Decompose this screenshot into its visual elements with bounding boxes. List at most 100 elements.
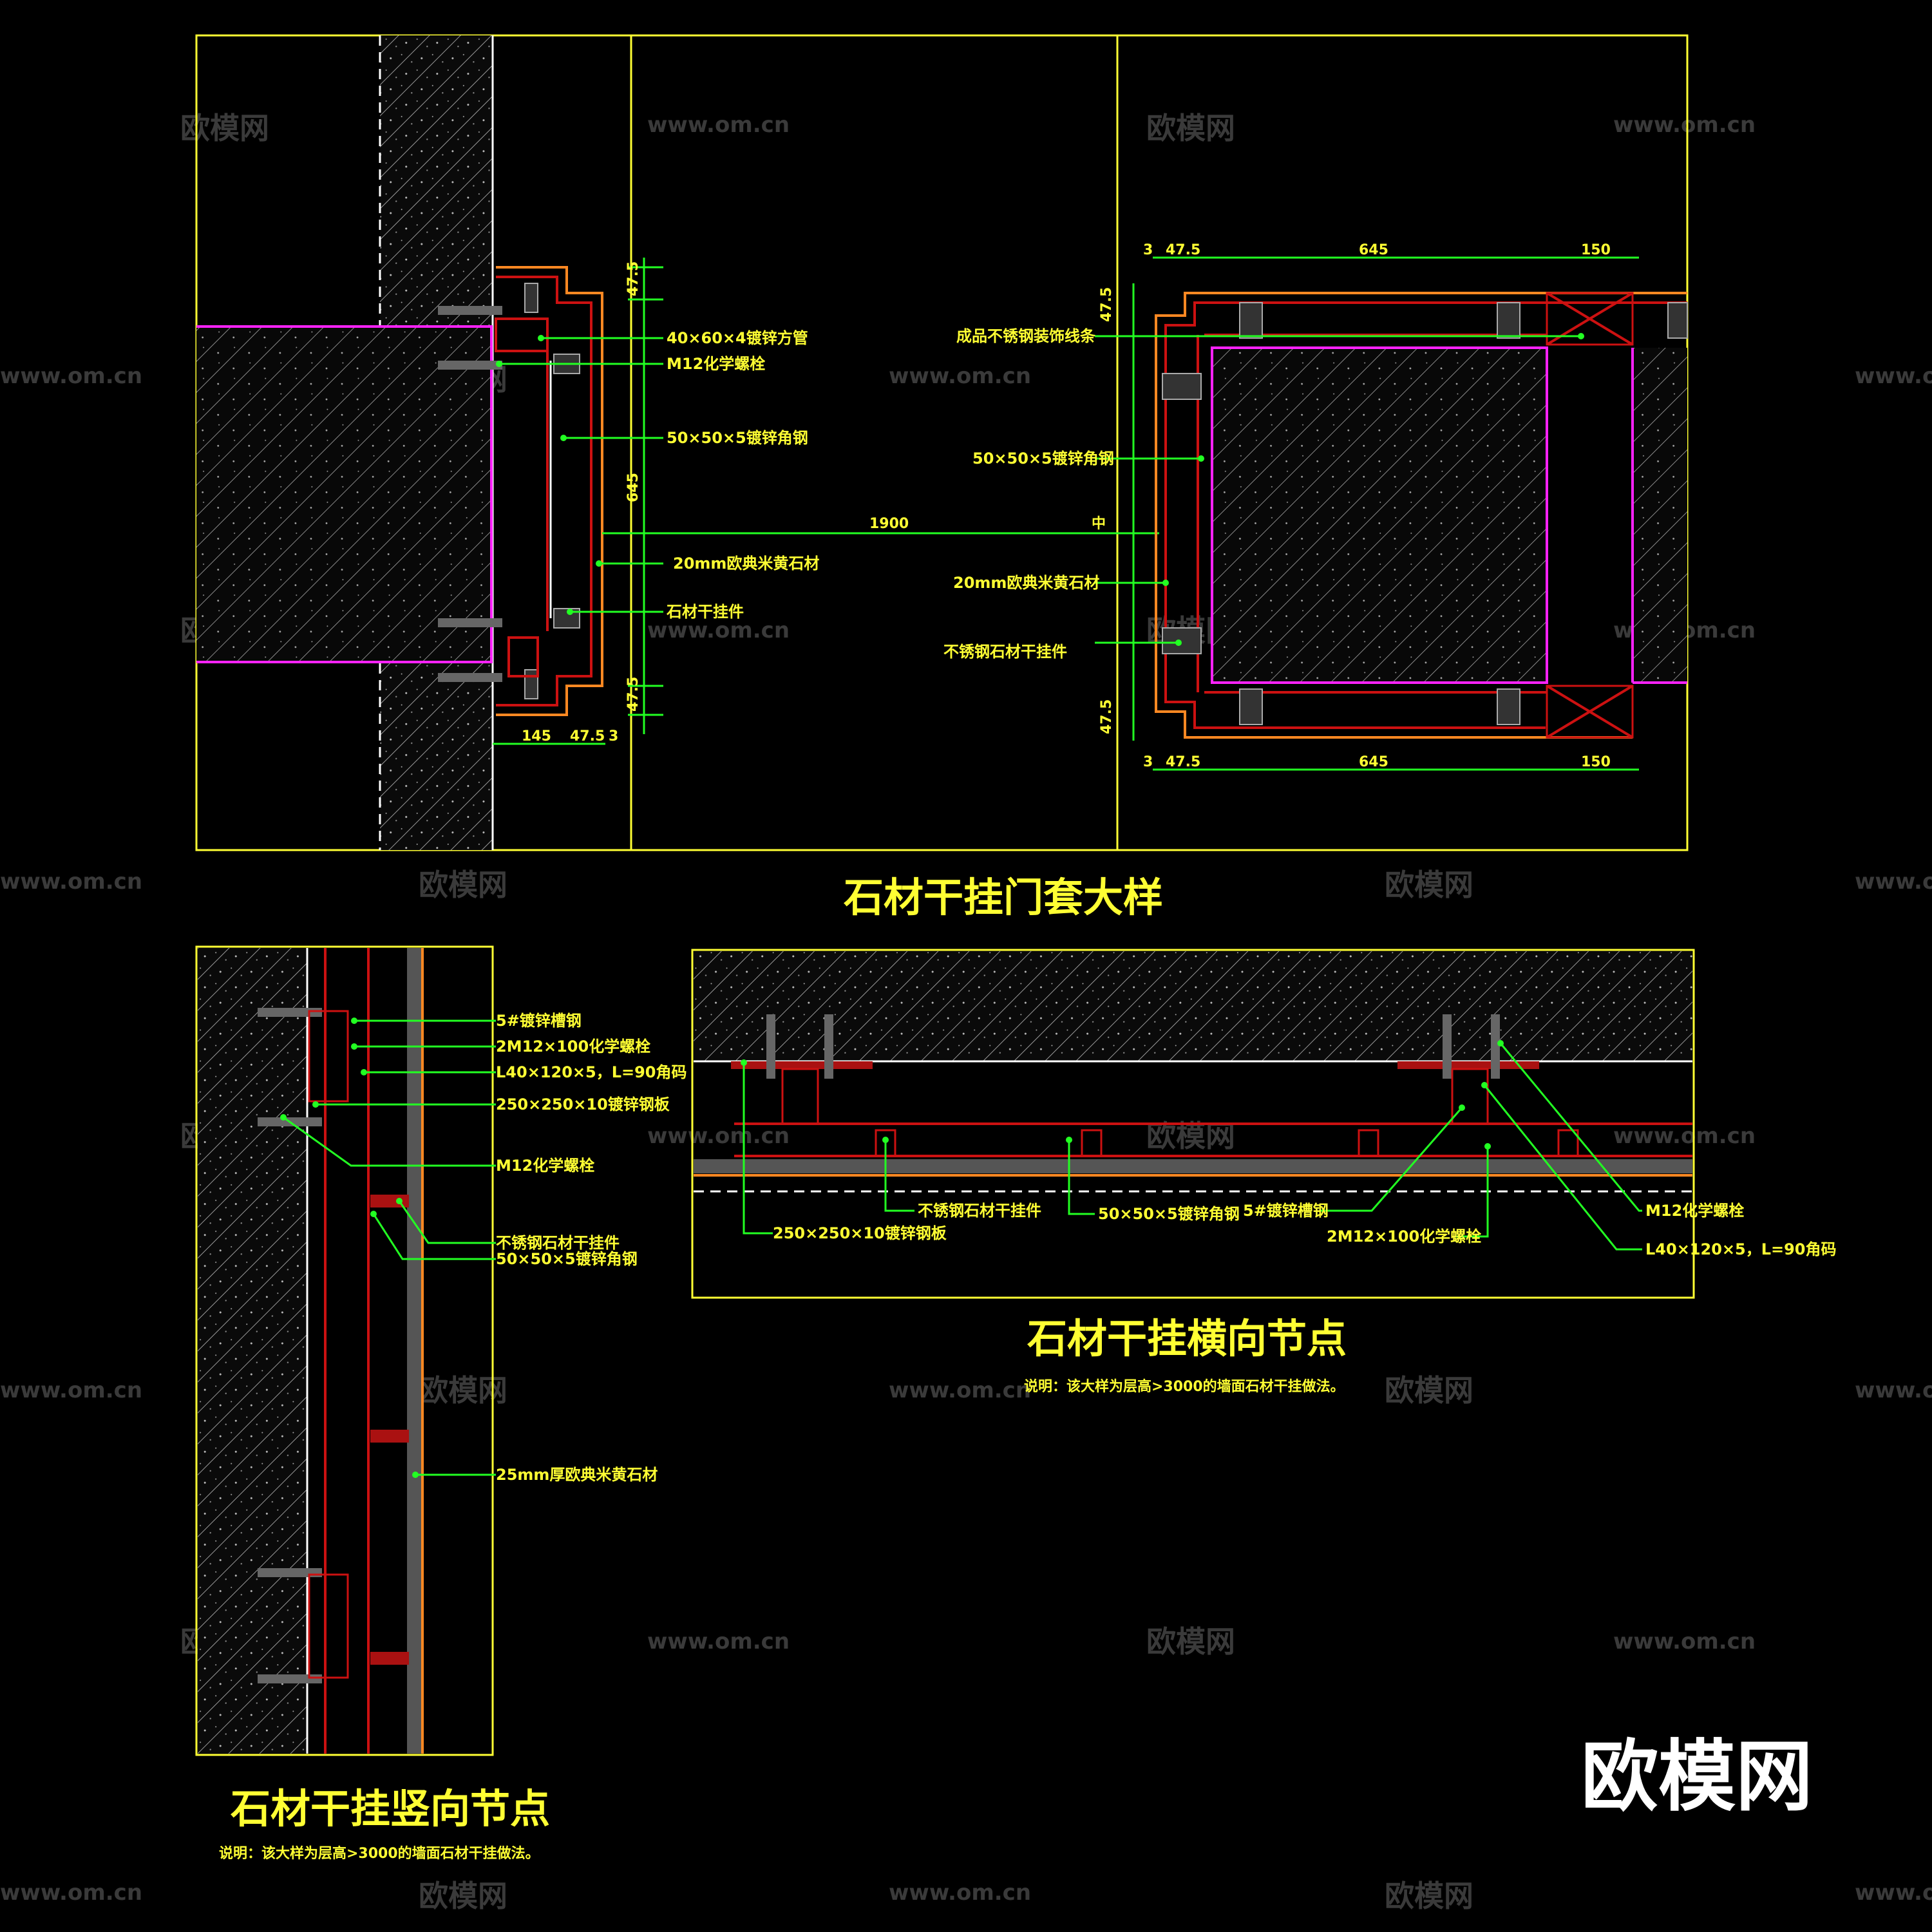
dimension-label: 47.5 <box>625 261 641 296</box>
opening-dimension: 1900 <box>869 516 909 532</box>
horizontal-node: M12化学螺栓 L40×120×5，L=90角码 250×250×10镀锌钢板 … <box>691 949 1837 1395</box>
watermark-brand: 欧模网 <box>1146 111 1235 146</box>
watermark-url: www.om.cn <box>647 1629 790 1654</box>
dimension-label: 645 <box>1359 754 1388 770</box>
anchor-bolt <box>438 673 502 682</box>
dimension-label: 47.5 <box>625 677 641 712</box>
steel-frame-left <box>496 276 592 706</box>
watermark-brand: 欧模网 <box>419 1373 507 1408</box>
steel-frame-right <box>1164 301 1687 729</box>
wall-section <box>694 951 1692 1061</box>
watermark-url: www.om.cn <box>1855 869 1932 895</box>
dimension-label: 645 <box>1359 242 1388 258</box>
clip <box>1239 688 1263 725</box>
anchor-bolt <box>258 1008 322 1017</box>
stone-clip <box>370 1652 409 1665</box>
watermark-brand: 欧模网 <box>419 867 507 902</box>
anchor-bolt <box>438 361 502 370</box>
brand-logo: 欧模网 <box>1581 1732 1813 1822</box>
dimension-label: 47.5 <box>1099 699 1115 734</box>
watermark-brand: 欧模网 <box>1385 1373 1473 1408</box>
callout-label: 5#镀锌槽钢 <box>496 1012 582 1030</box>
watermark-url: www.om.cn <box>0 1378 142 1403</box>
stone-clip <box>1557 1129 1579 1157</box>
dimension-label: 150 <box>1581 242 1611 258</box>
steel-plate <box>731 1061 873 1069</box>
callout-label: 2M12×100化学螺栓 <box>496 1037 650 1056</box>
watermark-url: www.om.cn <box>1613 1629 1756 1654</box>
callout-label: M12化学螺栓 <box>496 1157 594 1175</box>
watermark-brand: 欧模网 <box>1385 867 1473 902</box>
anchor-bolt <box>438 306 502 315</box>
callout-label: 石材干挂件 <box>666 603 744 621</box>
callout-label: 成品不锈钢装饰线条 <box>956 327 1096 345</box>
clip <box>1497 302 1520 339</box>
watermark-url: www.om.cn <box>889 1378 1031 1403</box>
watermark-url: www.om.cn <box>889 1880 1031 1906</box>
vertical-node: 5#镀锌槽钢 2M12×100化学螺栓 L40×120×5，L=90角码 250… <box>195 945 687 1862</box>
door-detail: 47.5 645 47.5 145 47.5 3 1900 中 40×60×4镀… <box>195 34 1689 921</box>
watermark-brand: 欧模网 <box>1385 1879 1473 1913</box>
steel-plate <box>1397 1061 1539 1069</box>
vertical-node-note: 说明：该大样为层高>3000的墙面石材干挂做法。 <box>219 1845 540 1862</box>
wall-opening-jamb <box>196 325 493 663</box>
horizontal-callouts: M12化学螺栓 L40×120×5，L=90角码 250×250×10镀锌钢板 … <box>741 1040 1837 1258</box>
watermark-url: www.om.cn <box>889 363 1031 389</box>
watermark-url: www.om.cn <box>0 1880 142 1906</box>
clip <box>1667 302 1688 339</box>
watermark-url: www.om.cn <box>1613 1123 1756 1149</box>
trim-block <box>1546 685 1634 739</box>
clip <box>1497 688 1520 725</box>
callout-label: L40×120×5，L=90角码 <box>1645 1240 1837 1258</box>
stone-casing-right <box>1155 292 1687 739</box>
column-section <box>1211 346 1548 684</box>
callout-label: 50×50×5镀锌角钢 <box>972 450 1114 468</box>
anchor-bolt <box>766 1014 775 1079</box>
callout-label: L40×120×5，L=90角码 <box>496 1063 687 1081</box>
stone-clip <box>1358 1129 1379 1157</box>
vertical-callouts: 5#镀锌槽钢 2M12×100化学螺栓 L40×120×5，L=90角码 250… <box>280 1012 687 1484</box>
anchor-bolt <box>438 618 502 627</box>
dimension-label: 47.5 <box>570 728 605 744</box>
clip <box>1162 373 1202 400</box>
anchor-bolt <box>258 1568 322 1577</box>
dimension-label: 145 <box>522 728 551 744</box>
watermark-brand: 欧模网 <box>419 1879 507 1913</box>
horizontal-node-title: 石材干挂横向节点 <box>1027 1315 1347 1362</box>
horizontal-node-note: 说明：该大样为层高>3000的墙面石材干挂做法。 <box>1024 1378 1345 1395</box>
anchor-bolt <box>258 1674 322 1683</box>
watermark-url: www.om.cn <box>1855 1378 1932 1403</box>
callout-label: 40×60×4镀锌方管 <box>667 329 808 347</box>
stone-casing-left <box>496 266 603 716</box>
watermark-brand: 欧模网 <box>1146 1624 1235 1659</box>
dimension-label: 3 <box>1143 754 1153 770</box>
center-mark: 中 <box>1092 516 1106 532</box>
callout-label: 不锈钢石材干挂件 <box>496 1234 620 1252</box>
angle-bracket <box>781 1068 819 1125</box>
angle-bracket <box>308 1010 349 1103</box>
clip <box>1239 302 1263 339</box>
dimension-label: 645 <box>625 473 641 502</box>
callout-label: 2M12×100化学螺栓 <box>1327 1227 1481 1245</box>
stone-panel <box>694 1159 1692 1173</box>
callout-label: 250×250×10镀锌钢板 <box>496 1095 670 1113</box>
clip <box>1162 627 1202 654</box>
vertical-node-frame <box>195 945 494 1756</box>
angle-bracket <box>1451 1068 1489 1125</box>
watermark-url: www.om.cn <box>1613 112 1756 138</box>
watermark-url: www.om.cn <box>1855 363 1932 389</box>
callout-label: 5#镀锌槽钢 <box>1243 1202 1329 1220</box>
callout-label: 20mm欧典米黄石材 <box>953 574 1099 592</box>
clip <box>524 283 538 313</box>
clip <box>524 669 538 699</box>
callout-label: M12化学螺栓 <box>667 355 765 373</box>
wall-section <box>198 948 307 1754</box>
watermark-url: www.om.cn <box>647 112 790 138</box>
stone-clip <box>1081 1129 1103 1157</box>
stone-clip <box>370 1430 409 1443</box>
callout-label: 25mm厚欧典米黄石材 <box>496 1466 658 1484</box>
dimension-label: 3 <box>609 728 618 744</box>
callout-label: 250×250×10镀锌钢板 <box>773 1224 947 1242</box>
dimension-label: 150 <box>1581 754 1611 770</box>
